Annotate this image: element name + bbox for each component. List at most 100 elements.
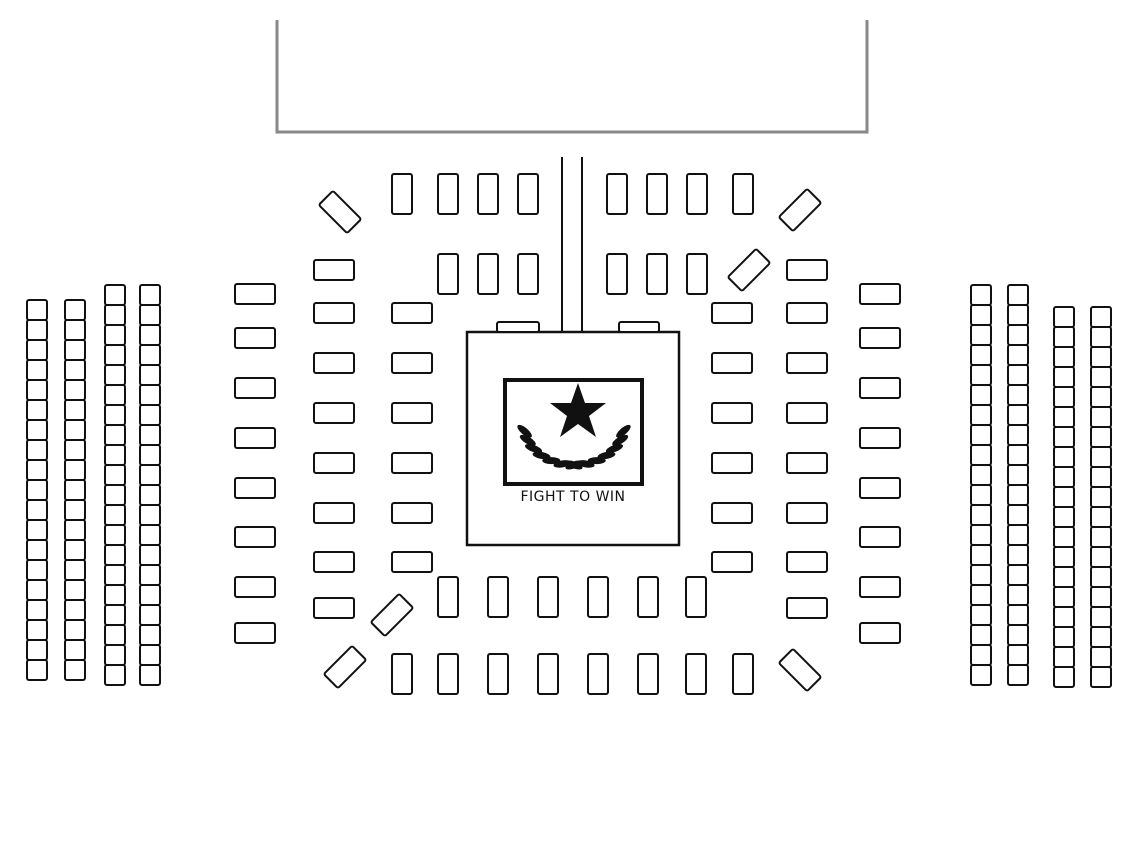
bleacher-seat[interactable]	[26, 579, 48, 601]
bleacher-seat[interactable]	[64, 659, 86, 681]
table[interactable]	[437, 173, 459, 215]
corner-table[interactable]	[323, 645, 367, 689]
table[interactable]	[786, 597, 828, 619]
bleacher-seat[interactable]	[1090, 486, 1112, 508]
bleacher-seat[interactable]	[1090, 406, 1112, 428]
bleacher-seat[interactable]	[104, 404, 126, 426]
bleacher-seat[interactable]	[104, 324, 126, 346]
table[interactable]	[711, 452, 753, 474]
bleacher-seat[interactable]	[104, 424, 126, 446]
table[interactable]	[234, 477, 276, 499]
bleacher-seat[interactable]	[139, 604, 161, 626]
bleacher-seat[interactable]	[139, 524, 161, 546]
bleacher-seat[interactable]	[970, 444, 992, 466]
table[interactable]	[711, 502, 753, 524]
bleacher-seat[interactable]	[1090, 366, 1112, 388]
bleacher-seat[interactable]	[64, 559, 86, 581]
bleacher-seat[interactable]	[1090, 446, 1112, 468]
table[interactable]	[313, 551, 355, 573]
bleacher-seat[interactable]	[64, 399, 86, 421]
bleacher-seat[interactable]	[26, 659, 48, 681]
bleacher-seat[interactable]	[26, 399, 48, 421]
bleacher-seat[interactable]	[1090, 346, 1112, 368]
bleacher-seat[interactable]	[1053, 526, 1075, 548]
bleacher-seat[interactable]	[104, 644, 126, 666]
bleacher-seat[interactable]	[26, 379, 48, 401]
bleacher-seat[interactable]	[104, 444, 126, 466]
table[interactable]	[537, 653, 559, 695]
bleacher-seat[interactable]	[139, 624, 161, 646]
bleacher-seat[interactable]	[64, 619, 86, 641]
table[interactable]	[313, 502, 355, 524]
bleacher-seat[interactable]	[64, 539, 86, 561]
table[interactable]	[234, 622, 276, 644]
bleacher-seat[interactable]	[139, 484, 161, 506]
bleacher-seat[interactable]	[104, 604, 126, 626]
table[interactable]	[786, 402, 828, 424]
bleacher-seat[interactable]	[139, 564, 161, 586]
table[interactable]	[234, 377, 276, 399]
bleacher-seat[interactable]	[104, 344, 126, 366]
bleacher-seat[interactable]	[104, 664, 126, 686]
table[interactable]	[711, 352, 753, 374]
bleacher-seat[interactable]	[139, 464, 161, 486]
bleacher-seat[interactable]	[104, 304, 126, 326]
bleacher-seat[interactable]	[26, 639, 48, 661]
bleacher-seat[interactable]	[970, 324, 992, 346]
bleacher-seat[interactable]	[104, 364, 126, 386]
bleacher-seat[interactable]	[970, 364, 992, 386]
bleacher-seat[interactable]	[64, 419, 86, 441]
bleacher-seat[interactable]	[1090, 666, 1112, 688]
table[interactable]	[711, 551, 753, 573]
bleacher-seat[interactable]	[139, 364, 161, 386]
table[interactable]	[859, 526, 901, 548]
table[interactable]	[859, 427, 901, 449]
bleacher-seat[interactable]	[1053, 346, 1075, 368]
bleacher-seat[interactable]	[104, 484, 126, 506]
bleacher-seat[interactable]	[970, 464, 992, 486]
bleacher-seat[interactable]	[1090, 546, 1112, 568]
bleacher-seat[interactable]	[139, 584, 161, 606]
bleacher-seat[interactable]	[104, 564, 126, 586]
bleacher-seat[interactable]	[139, 544, 161, 566]
bleacher-seat[interactable]	[970, 644, 992, 666]
table[interactable]	[786, 302, 828, 324]
bleacher-seat[interactable]	[64, 599, 86, 621]
table[interactable]	[487, 576, 509, 618]
bleacher-seat[interactable]	[970, 564, 992, 586]
bleacher-seat[interactable]	[64, 319, 86, 341]
table[interactable]	[859, 327, 901, 349]
bleacher-seat[interactable]	[26, 359, 48, 381]
bleacher-seat[interactable]	[1007, 664, 1029, 686]
table[interactable]	[646, 173, 668, 215]
bleacher-seat[interactable]	[1090, 586, 1112, 608]
bleacher-seat[interactable]	[970, 284, 992, 306]
bleacher-seat[interactable]	[139, 444, 161, 466]
table[interactable]	[234, 576, 276, 598]
table[interactable]	[313, 259, 355, 281]
table[interactable]	[786, 352, 828, 374]
bleacher-seat[interactable]	[1007, 384, 1029, 406]
table[interactable]	[587, 653, 609, 695]
bleacher-seat[interactable]	[139, 344, 161, 366]
table[interactable]	[487, 653, 509, 695]
bleacher-seat[interactable]	[1053, 646, 1075, 668]
bleacher-seat[interactable]	[1007, 524, 1029, 546]
bleacher-seat[interactable]	[64, 379, 86, 401]
bleacher-seat[interactable]	[64, 479, 86, 501]
bleacher-seat[interactable]	[1090, 626, 1112, 648]
bleacher-seat[interactable]	[64, 459, 86, 481]
bleacher-seat[interactable]	[139, 384, 161, 406]
table[interactable]	[437, 253, 459, 295]
bleacher-seat[interactable]	[1007, 364, 1029, 386]
table[interactable]	[685, 653, 707, 695]
bleacher-seat[interactable]	[1007, 604, 1029, 626]
bleacher-seat[interactable]	[139, 284, 161, 306]
bleacher-seat[interactable]	[1053, 566, 1075, 588]
table[interactable]	[313, 452, 355, 474]
table[interactable]	[517, 253, 539, 295]
bleacher-seat[interactable]	[1053, 486, 1075, 508]
bleacher-seat[interactable]	[970, 604, 992, 626]
bleacher-seat[interactable]	[104, 524, 126, 546]
bleacher-seat[interactable]	[970, 484, 992, 506]
